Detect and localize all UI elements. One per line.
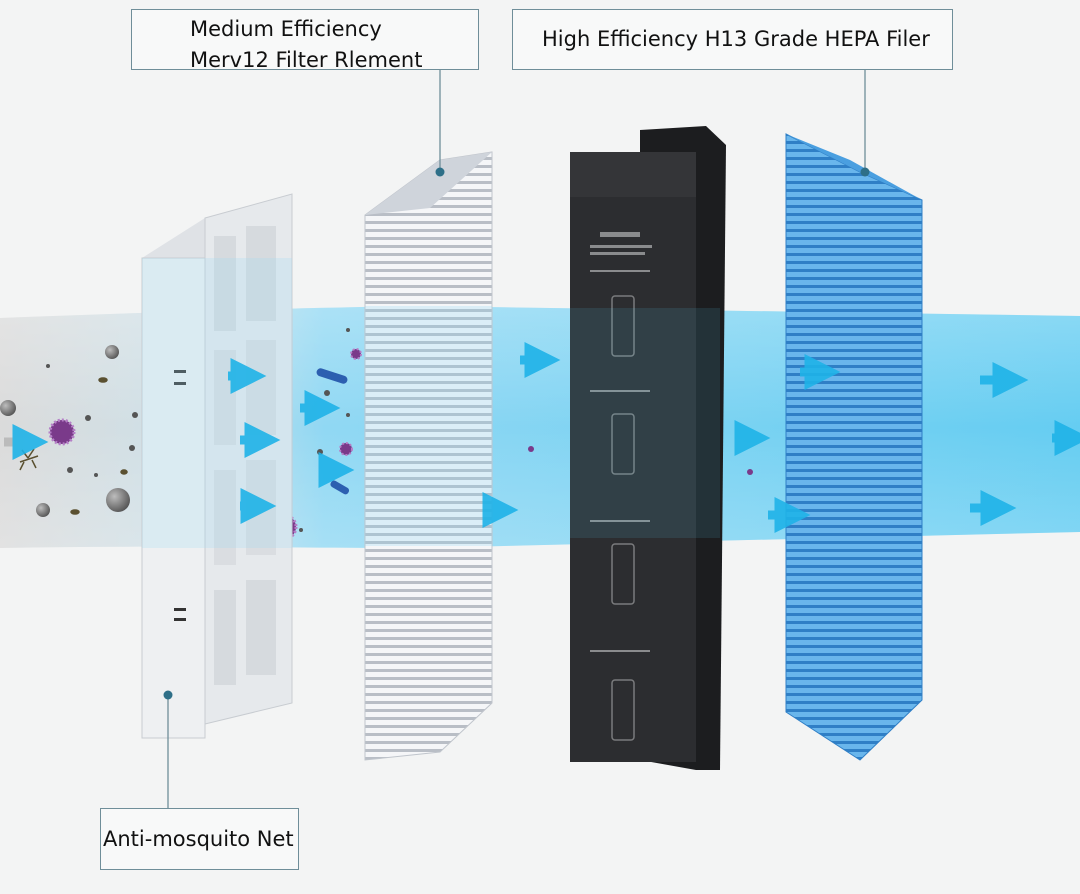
activated-carbon-filter <box>570 126 726 770</box>
anti-mosquito-net <box>141 193 293 739</box>
medium-efficiency-line2: Merv12 Filter Rlement <box>190 48 423 70</box>
airflow-arrows <box>4 342 1080 533</box>
hepa-filter <box>785 133 923 761</box>
leader-lines <box>167 70 866 808</box>
leader-dots <box>163 167 870 700</box>
anti-mosquito-label: Anti-mosquito Net <box>100 808 299 870</box>
medium-efficiency-filter <box>364 151 493 761</box>
medium-efficiency-label: Medium Efficiency Merv12 Filter Rlement <box>131 9 479 70</box>
hepa-label: High Efficiency H13 Grade HEPA Filer <box>512 9 953 70</box>
medium-efficiency-line1: Medium Efficiency <box>190 17 382 41</box>
